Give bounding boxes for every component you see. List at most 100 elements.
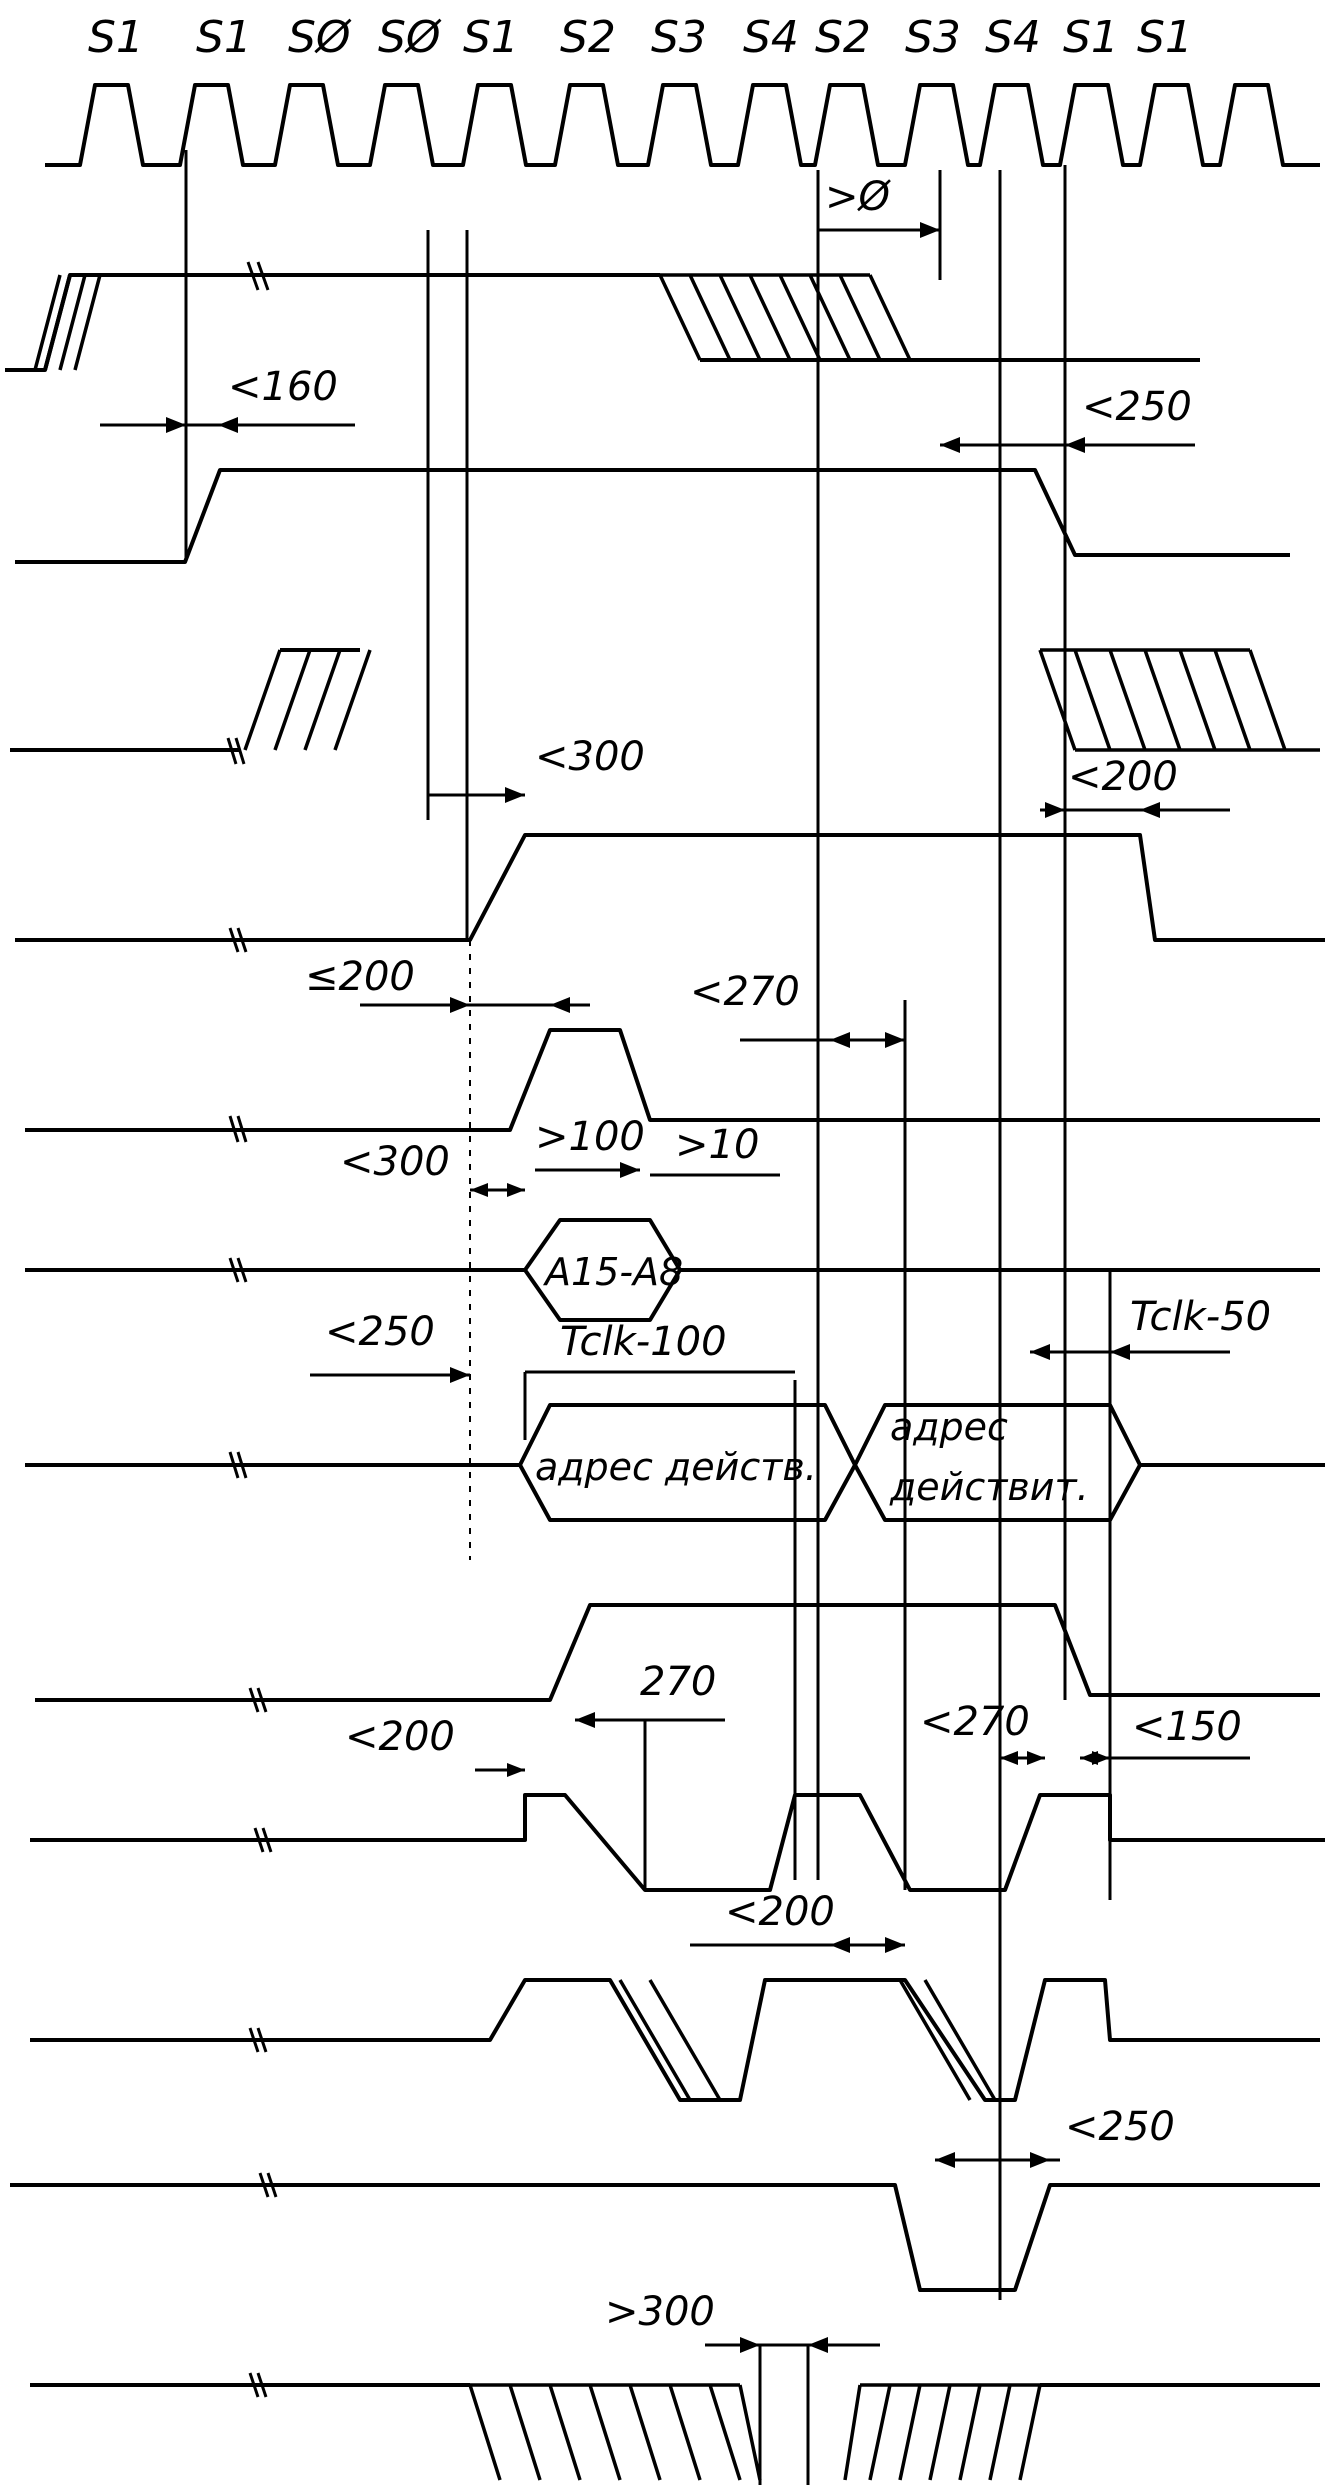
- timing-label: >300: [605, 2289, 715, 2335]
- bus-label-address-valid: адрес действ.: [535, 1445, 817, 1489]
- clock-waveform: [45, 83, 1320, 167]
- break-mark: [248, 2372, 268, 2398]
- timing-label: <270: [690, 969, 800, 1015]
- signal-row-2: [5, 261, 1200, 372]
- clock-state-label: S2: [560, 12, 616, 63]
- clock-state-label: S1: [463, 12, 519, 63]
- clock-state-label: S1: [88, 12, 144, 63]
- signal-row-4: [10, 648, 1320, 765]
- signal-row-6: [25, 1028, 1320, 1143]
- arrow-head: [470, 1183, 488, 1197]
- timing-label: 270: [640, 1659, 716, 1705]
- hatch-pattern: [658, 273, 912, 362]
- timing-label: <200: [725, 1889, 835, 1935]
- arrow-head: [1110, 1344, 1130, 1360]
- clock-state-labels: S1 S1 SØ SØ S1 S2 S3 S4 S2 S3 S4 S1 S1: [88, 12, 1193, 63]
- signal-waveform: [25, 1028, 1320, 1132]
- signal-waveform: [10, 648, 360, 752]
- signal-row-10: [30, 1793, 1325, 1892]
- timing-label: <300: [535, 734, 645, 780]
- hatch-pattern: [468, 2383, 762, 2481]
- arrow-head: [218, 417, 238, 433]
- clock-state-label: SØ: [288, 12, 352, 63]
- timing-label: <250: [325, 1309, 435, 1355]
- arrow-head: [505, 787, 525, 803]
- break-mark: [246, 261, 270, 291]
- clock-state-label: S4: [743, 12, 799, 63]
- clock-state-label: S3: [651, 12, 707, 63]
- arrow-head: [450, 1367, 470, 1383]
- arrow-head: [166, 417, 186, 433]
- timing-label: ≤200: [305, 954, 415, 1000]
- signal-waveform: [15, 833, 1325, 942]
- break-mark: [253, 1827, 273, 1853]
- hatch-pattern: [33, 274, 102, 371]
- clock-state-label: S1: [196, 12, 252, 63]
- arrow-head: [507, 1183, 525, 1197]
- clock-state-label: S2: [815, 12, 871, 63]
- arrow-head: [830, 1032, 850, 1048]
- clock-state-label: SØ: [378, 12, 442, 63]
- timing-label: <300: [340, 1139, 450, 1185]
- arrow-head: [1000, 1751, 1018, 1765]
- signal-waveform: [35, 1603, 1320, 1702]
- timing-label: >100: [535, 1114, 645, 1160]
- signal-row-12: [10, 2172, 1320, 2292]
- break-mark: [226, 737, 246, 765]
- arrow-head: [808, 2337, 828, 2353]
- timing-labels: >Ø <160 <250 <300 <200 ≤200 <270 <300 >1…: [228, 174, 1271, 2335]
- signal-row-9: [35, 1603, 1320, 1713]
- timing-label: Tclk-50: [1130, 1294, 1271, 1340]
- arrow-head: [885, 1032, 905, 1048]
- clock-state-label: S1: [1063, 12, 1119, 63]
- break-mark: [228, 927, 248, 953]
- arrow-head: [620, 1162, 640, 1178]
- timing-label: >Ø: [825, 174, 892, 220]
- hatch-pattern: [618, 1979, 997, 2101]
- arrow-head: [935, 2152, 955, 2168]
- bus-label-address-valid: действит.: [889, 1465, 1089, 1509]
- arrow-head: [1092, 1751, 1110, 1765]
- arrow-head: [575, 1712, 595, 1728]
- bus-hexagon: [523, 1218, 682, 1322]
- signal-waveform: [30, 1793, 1325, 1892]
- break-mark: [258, 2172, 278, 2198]
- arrow-head: [1027, 1751, 1045, 1765]
- clock-state-label: S3: [905, 12, 961, 63]
- timing-arrows: [100, 222, 1250, 2353]
- signal-row-7: A15-A8: [25, 1218, 1320, 1322]
- signal-row-11: [30, 1978, 1320, 2102]
- timing-label: <250: [1065, 2104, 1175, 2150]
- bus-hexagon: [853, 1403, 1142, 1522]
- timing-label: <160: [228, 364, 338, 410]
- arrow-head: [1140, 802, 1160, 818]
- bus-label-address-valid: адрес: [890, 1405, 1008, 1449]
- timing-label: Tclk-100: [560, 1319, 727, 1365]
- hatch-pattern: [243, 649, 372, 751]
- arrow-head: [550, 997, 570, 1013]
- bus-label-address-high: A15-A8: [542, 1250, 683, 1294]
- break-mark: [248, 2027, 268, 2053]
- arrow-head: [1045, 802, 1065, 818]
- timing-label: <150: [1132, 1704, 1242, 1750]
- timing-label: <270: [920, 1699, 1030, 1745]
- arrow-head: [885, 1937, 905, 1953]
- hatch-pattern: [1038, 648, 1320, 752]
- timing-label: <250: [1082, 384, 1192, 430]
- arrow-head: [1030, 2152, 1050, 2168]
- signal-waveform: [5, 273, 1200, 372]
- signal-row-8: адрес действ. адрес действит.: [25, 1403, 1325, 1522]
- break-mark: [228, 1115, 248, 1143]
- hatch-pattern: [843, 2383, 1042, 2481]
- arrow-head: [1030, 1344, 1050, 1360]
- arrow-head: [940, 437, 960, 453]
- signal-waveform: [30, 1978, 1320, 2102]
- arrow-head: [920, 222, 940, 238]
- timing-label: <200: [345, 1714, 455, 1760]
- arrow-head: [450, 997, 470, 1013]
- arrow-head: [740, 2337, 760, 2353]
- break-mark: [248, 1687, 268, 1713]
- break-mark: [228, 1257, 248, 1283]
- arrow-head: [507, 1763, 525, 1777]
